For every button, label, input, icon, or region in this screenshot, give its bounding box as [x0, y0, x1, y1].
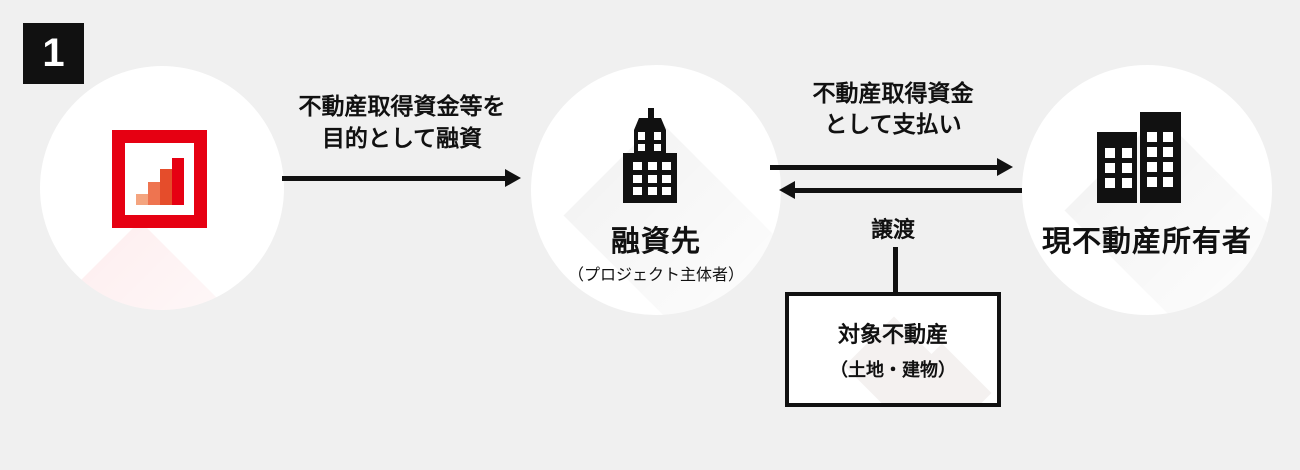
payment-arrow-label-line2: として支払い	[824, 111, 962, 137]
bar-chart-bar	[159, 169, 172, 205]
lender-circle	[40, 66, 284, 310]
lender-logo	[112, 130, 207, 228]
loan-arrow-label-line1: 不動産取得資金等を	[298, 93, 506, 119]
step-badge: 1	[23, 23, 84, 84]
step-number: 1	[42, 31, 65, 75]
bar-chart-bar	[147, 182, 160, 205]
loan-arrow-head-icon	[505, 169, 521, 187]
lender-long-shadow	[55, 221, 284, 310]
bar-chart-bar	[135, 194, 148, 205]
borrower-label: 融資先	[610, 226, 701, 258]
property-box-subtitle: （土地・建物）	[830, 360, 956, 380]
payment-arrow-label-line1: 不動産取得資金	[812, 80, 974, 106]
connector-line	[893, 247, 898, 293]
loan-arrow-label: 不動産取得資金等を 目的として融資	[262, 90, 542, 154]
payment-arrow-label: 不動産取得資金 として支払い	[758, 78, 1028, 140]
property-box: 対象不動産 （土地・建物）	[785, 292, 1001, 407]
owner-label: 現不動産所有者	[1041, 226, 1252, 258]
bar-chart-bar	[171, 158, 184, 205]
twin-buildings-icon	[1097, 112, 1181, 203]
payment-arrow-head-icon	[997, 158, 1013, 176]
bar-chart-icon	[125, 143, 194, 215]
borrower-circle: 融資先 （プロジェクト主体者）	[531, 65, 781, 315]
transfer-arrow-line	[794, 188, 1022, 193]
transfer-arrow-label: 譲渡	[870, 217, 915, 242]
payment-arrow-line	[770, 165, 998, 170]
office-tower-icon	[623, 108, 677, 203]
loan-arrow-line	[282, 176, 506, 181]
loan-arrow-label-line2: 目的として融資	[321, 125, 483, 151]
transfer-arrow-head-icon	[779, 181, 795, 199]
property-box-title: 対象不動産	[837, 322, 948, 347]
borrower-sublabel: （プロジェクト主体者）	[567, 267, 744, 284]
owner-circle: 現不動産所有者	[1022, 65, 1272, 315]
